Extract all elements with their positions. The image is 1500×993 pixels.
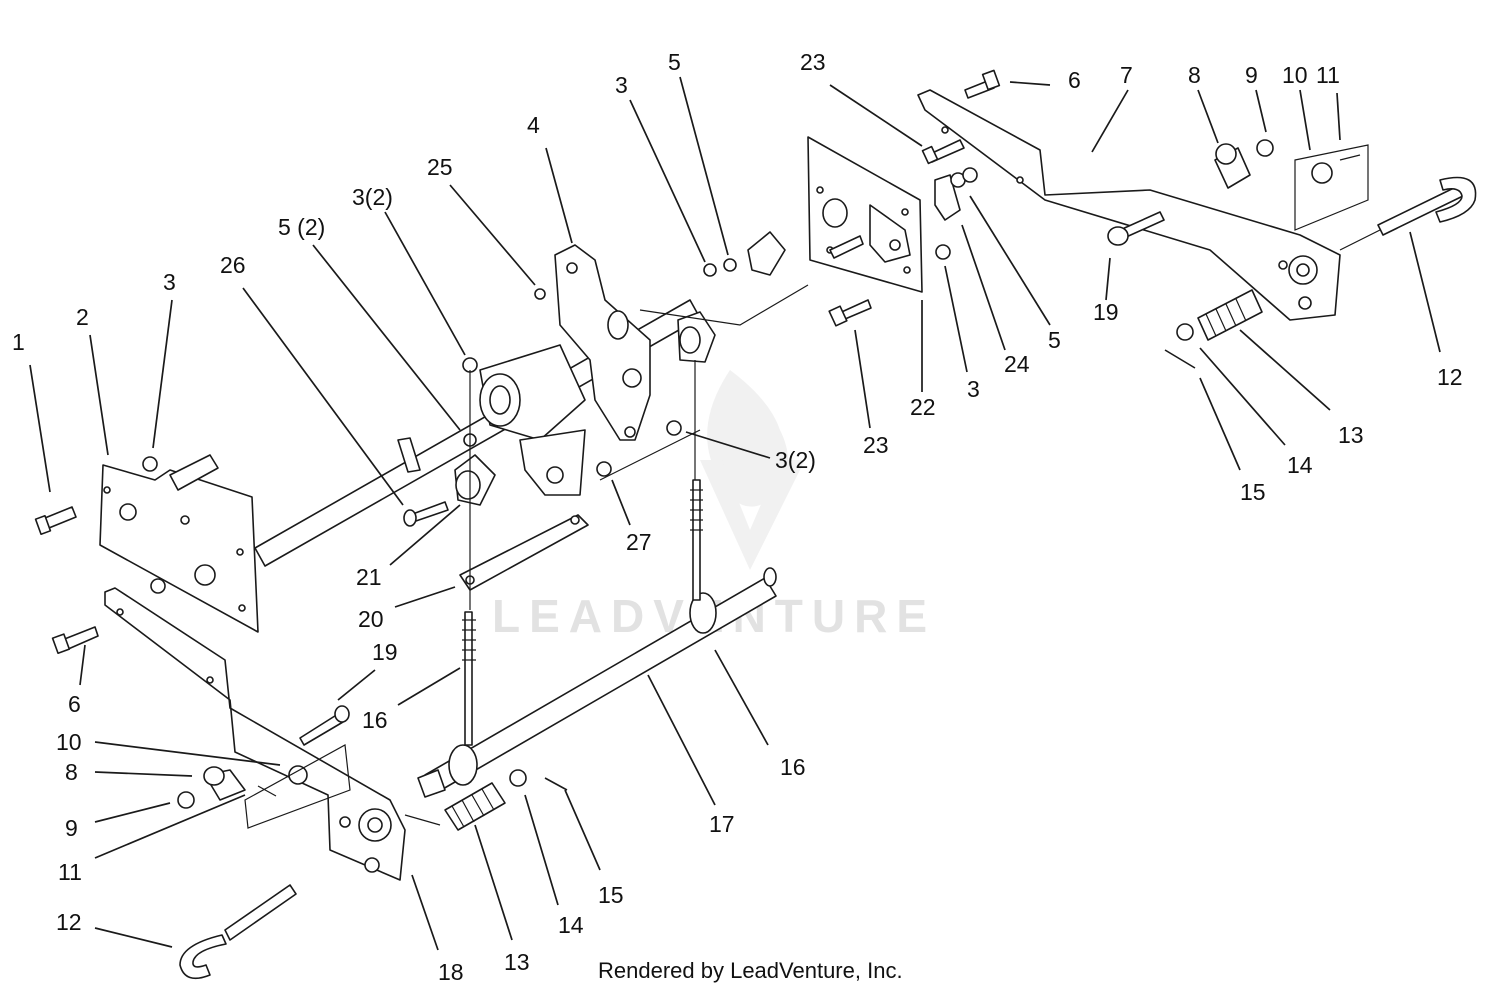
callout-2: 2 [76, 304, 89, 330]
left-arm-bolt [51, 626, 99, 655]
callout-5-right: 5 [1048, 327, 1061, 353]
callout-5: 5 [668, 49, 681, 75]
callout-27: 27 [626, 529, 652, 555]
left-spacer-group [177, 744, 351, 829]
pivot-washer [596, 461, 612, 477]
callout-23-lower: 23 [863, 432, 889, 458]
left-hook-rod [179, 884, 297, 980]
yoke-left [454, 454, 496, 506]
callout-24: 24 [1004, 351, 1030, 377]
yoke-bolt [403, 501, 449, 527]
callout-25: 25 [427, 154, 453, 180]
callout-14: 14 [1287, 452, 1313, 478]
right-spring [1197, 289, 1263, 341]
watermark-logo-icon [700, 370, 805, 570]
left-spring-washer [509, 769, 527, 787]
right-mounting-plate [807, 136, 923, 293]
assembly-line-3 [404, 814, 441, 826]
callout-8-left: 8 [65, 759, 78, 785]
clip-nut [962, 167, 978, 183]
callout-5-2: 5 (2) [278, 214, 325, 240]
right-carriage-bolt [1107, 211, 1165, 246]
callout-14-left: 14 [558, 912, 584, 938]
callout-9: 9 [1245, 62, 1258, 88]
assembly-line-4 [1339, 229, 1381, 251]
right-spacer-group [1214, 139, 1369, 231]
left-bracket-arm [104, 587, 406, 881]
right-hook-rod [1377, 176, 1477, 236]
callout-20: 20 [358, 606, 384, 632]
callout-4: 4 [527, 112, 540, 138]
callout-22: 22 [910, 394, 936, 420]
left-spring [444, 782, 506, 831]
left-cotter-pin [544, 777, 568, 791]
callout-10: 10 [1282, 62, 1308, 88]
callout-15-left: 15 [598, 882, 624, 908]
callout-6-left: 6 [68, 691, 81, 717]
pivot-nut-right [666, 420, 682, 436]
callout-3-2: 3(2) [352, 184, 393, 210]
callout-15: 15 [1240, 479, 1266, 505]
right-cotter-pin [1164, 349, 1196, 369]
callout-13-left: 13 [504, 949, 530, 975]
callout-6: 6 [1068, 67, 1081, 93]
pivot-hub [479, 344, 586, 496]
callout-1: 1 [12, 329, 25, 355]
pivot-plate [554, 244, 651, 441]
callout-3-right: 3 [967, 376, 980, 402]
small-bracket [747, 231, 786, 276]
callout-19: 19 [1093, 299, 1119, 325]
callout-9-left: 9 [65, 815, 78, 841]
assembly-line-2 [599, 429, 701, 481]
callout-17: 17 [709, 811, 735, 837]
callout-8: 8 [1188, 62, 1201, 88]
callout-16-left: 16 [362, 707, 388, 733]
callout-3-top: 3 [615, 72, 628, 98]
right-bracket-arm [917, 89, 1341, 321]
leader-lines [29, 76, 1441, 951]
left-arm-nut [150, 578, 166, 594]
callout-13: 13 [1338, 422, 1364, 448]
yoke-nut [462, 357, 478, 373]
link-bar [459, 514, 589, 591]
lower-shaft [417, 567, 777, 798]
callout-3: 3 [163, 269, 176, 295]
callout-19-left: 19 [372, 639, 398, 665]
callout-12-left: 12 [56, 909, 82, 935]
callout-26: 26 [220, 252, 246, 278]
footer-credit: Rendered by LeadVenture, Inc. [598, 958, 903, 983]
callout-labels: 1 2 3 26 5 (2) 3(2) 25 4 3 5 23 6 7 8 9 … [12, 49, 1463, 985]
callout-10-left: 10 [56, 729, 82, 755]
link-rod-left [462, 611, 476, 746]
right-plate-bolt-upper [921, 139, 965, 165]
callout-16-right: 16 [780, 754, 806, 780]
left-mounting-plate [99, 454, 259, 633]
right-plate-bolt-mid [829, 235, 864, 259]
pivot-plate-nut [534, 288, 546, 300]
callout-11: 11 [1316, 62, 1340, 88]
callout-18: 18 [438, 959, 464, 985]
callout-12: 12 [1437, 364, 1463, 390]
right-plate-bolt-lower [828, 299, 872, 327]
right-arm-bolt [964, 69, 1001, 99]
left-carriage-bolt [299, 705, 350, 746]
yoke-right [677, 311, 716, 363]
small-bracket-washer [723, 258, 737, 272]
callout-21: 21 [356, 564, 382, 590]
right-plate-nut [935, 244, 951, 260]
callout-23: 23 [800, 49, 826, 75]
left-plate-nut [142, 456, 158, 472]
callout-11-left: 11 [58, 859, 82, 885]
right-spring-washer [1176, 323, 1194, 341]
assembly-line-1 [639, 284, 809, 326]
clip [934, 174, 961, 221]
link-rod-right [690, 479, 703, 601]
callout-7: 7 [1120, 62, 1133, 88]
left-plate-bolt [34, 506, 77, 536]
callout-3-2-right: 3(2) [775, 447, 816, 473]
small-bracket-nut [703, 263, 717, 277]
